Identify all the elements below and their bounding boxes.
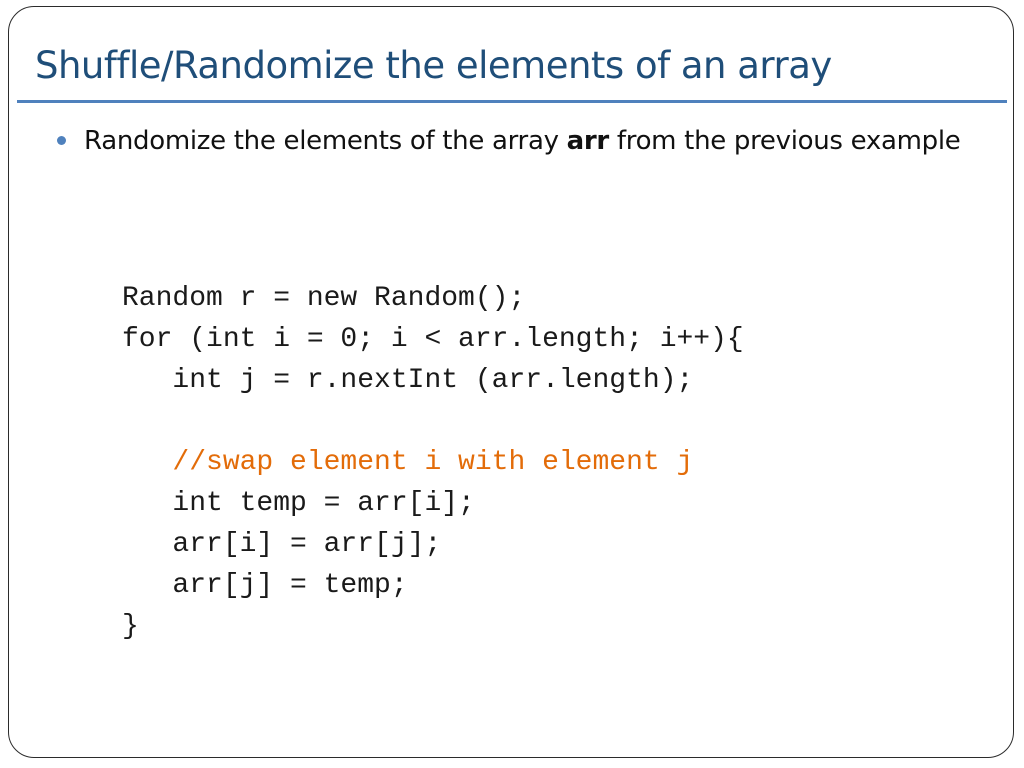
bullet-text-end: from the previous example bbox=[608, 126, 961, 156]
code-line: for (int i = 0; i < arr.length; i++){ bbox=[122, 324, 744, 355]
code-line: int temp = arr[i]; bbox=[122, 488, 475, 519]
code-line: Random r = new Random(); bbox=[122, 283, 526, 314]
code-line: int j = r.nextInt (arr.length); bbox=[122, 365, 694, 396]
code-line-blank bbox=[122, 401, 744, 442]
bullet-point: Randomize the elements of the array arr … bbox=[84, 119, 984, 163]
code-line: } bbox=[122, 611, 139, 642]
slide-title: Shuffle/Randomize the elements of an arr… bbox=[35, 44, 832, 87]
bullet-text-bold: arr bbox=[566, 126, 610, 156]
code-line: arr[j] = temp; bbox=[122, 570, 408, 601]
code-block: Random r = new Random(); for (int i = 0; … bbox=[122, 278, 744, 647]
slide-frame bbox=[8, 6, 1014, 758]
bullet-text-start: Randomize the elements of the array bbox=[84, 126, 567, 156]
code-line: arr[i] = arr[j]; bbox=[122, 529, 442, 560]
code-comment: //swap element i with element j bbox=[122, 447, 694, 478]
bullet-icon bbox=[57, 136, 66, 145]
title-underline bbox=[17, 100, 1007, 103]
